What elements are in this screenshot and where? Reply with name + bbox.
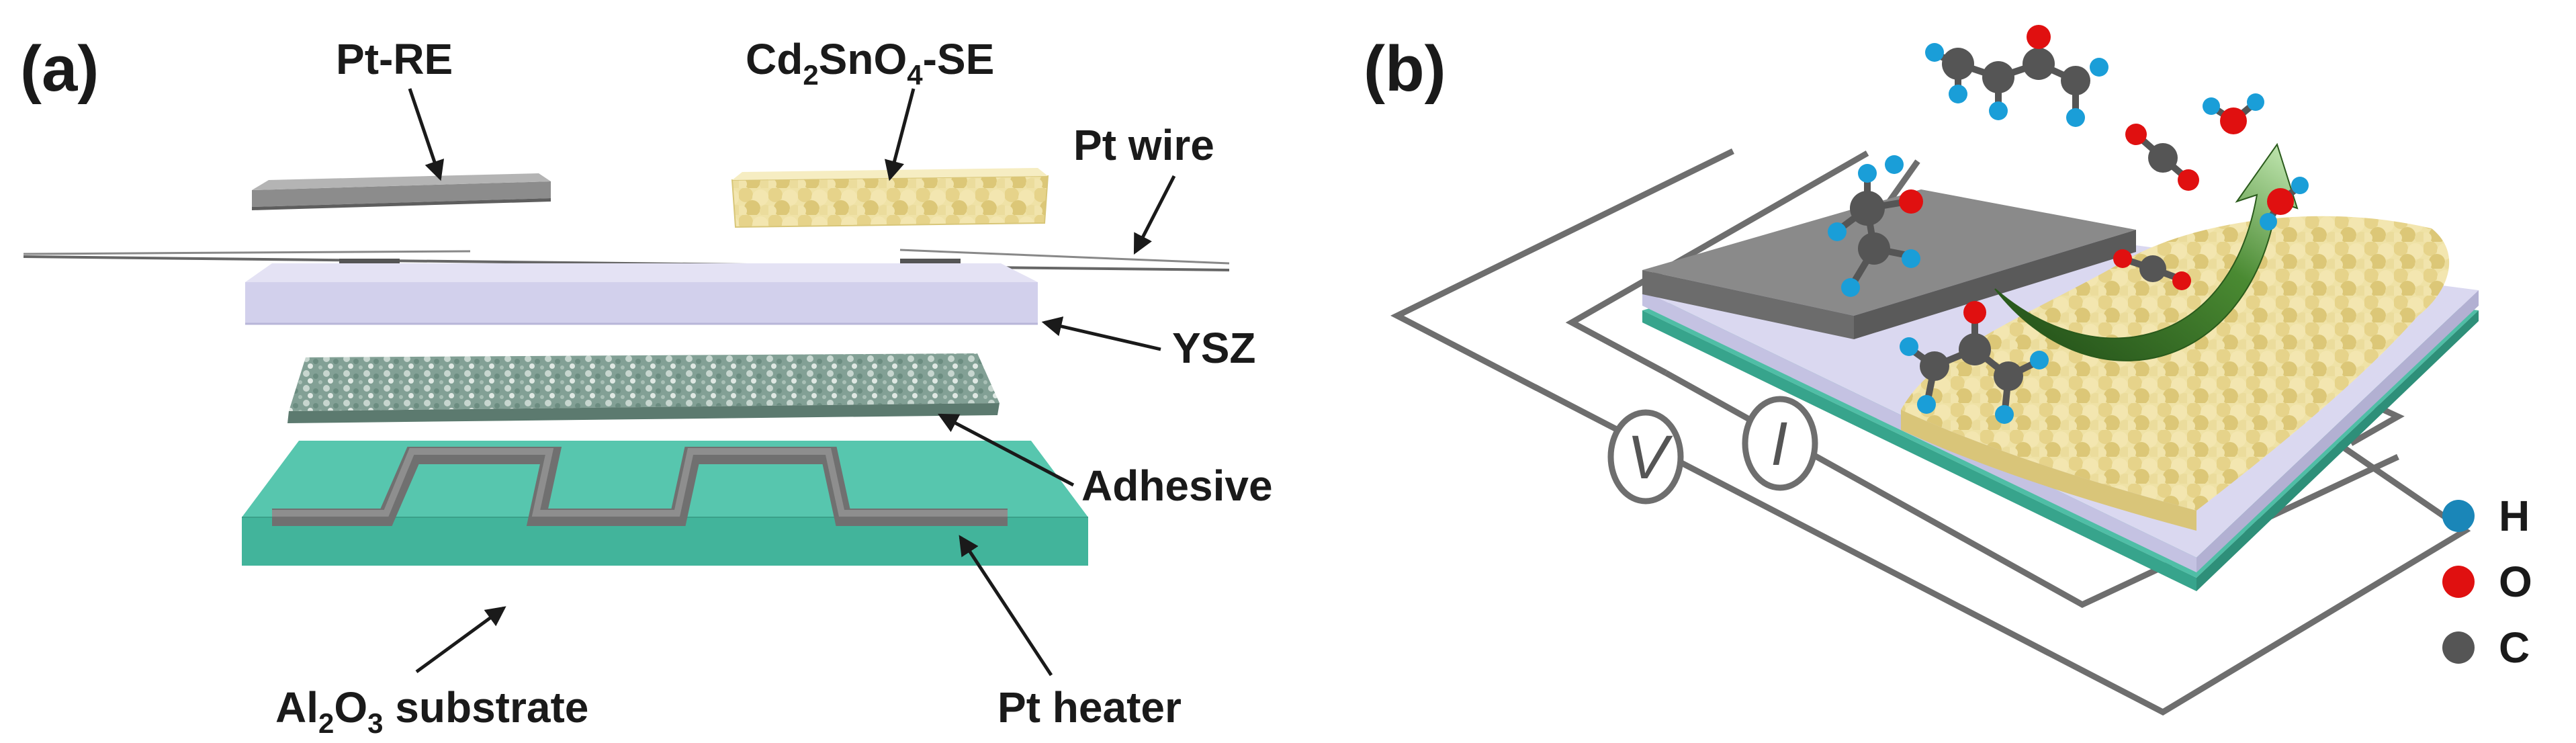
arrow-pt-wire — [1133, 175, 1176, 255]
legend-label-c: C — [2499, 623, 2530, 672]
arrow-al2o3-substrate — [415, 606, 506, 674]
label-pt-re: Pt-RE — [336, 35, 453, 83]
panel-a-tag: (a) — [20, 33, 99, 105]
voltmeter-symbol: V — [1627, 423, 1673, 492]
molecule-co2-lower — [2113, 249, 2191, 290]
label-pt-heater: Pt heater — [997, 683, 1182, 732]
adhesive-layer — [287, 353, 1000, 423]
ammeter: I — [1742, 396, 1818, 491]
arrow-pt-heater — [959, 535, 1053, 676]
molecule-h2o-top — [2203, 93, 2264, 134]
ysz-layer — [245, 263, 1038, 325]
legend-swatch-h — [2442, 500, 2475, 532]
ammeter-symbol: I — [1771, 410, 1788, 478]
cd2sno4-film — [1901, 216, 2450, 531]
molecules — [1828, 25, 2309, 424]
molecule-h2o-right — [2260, 177, 2309, 230]
molecule-top — [1925, 25, 2108, 127]
legend-swatch-o — [2442, 566, 2475, 598]
al2o3-substrate — [242, 441, 1088, 566]
reaction-arrow — [1994, 142, 2299, 361]
panel-a: (a) — [20, 33, 1273, 739]
label-adhesive: Adhesive — [1081, 462, 1273, 510]
molecule-co2-upper — [2125, 124, 2199, 191]
label-al2o3-substrate: Al2O3 substrate — [275, 683, 588, 739]
pt-re-block — [252, 173, 551, 210]
label-ysz: YSZ — [1172, 324, 1255, 372]
legend-label-h: H — [2499, 492, 2530, 540]
panel-b-tag: (b) — [1364, 33, 1446, 105]
label-pt-wire: Pt wire — [1073, 121, 1214, 169]
arrow-adhesive — [938, 413, 1075, 487]
label-cd2sno4-se: Cd2SnO4-SE — [746, 35, 994, 91]
legend-item-h: H — [2442, 492, 2530, 540]
legend-item-o: O — [2442, 558, 2532, 606]
arrow-cd2sno4-se — [884, 88, 916, 181]
cd2sno4-se-block — [731, 168, 1049, 228]
atom-legend: H O C — [2442, 492, 2532, 672]
legend-label-o: O — [2499, 558, 2532, 606]
legend-item-c: C — [2442, 623, 2530, 672]
molecule-on-film — [1900, 301, 2049, 424]
molecule-on-pt — [1828, 155, 1923, 297]
voltmeter: V — [1607, 409, 1684, 505]
panel-b: (b) — [1364, 25, 2532, 716]
arrow-pt-re — [408, 88, 445, 181]
arrow-ysz — [1041, 316, 1161, 351]
legend-swatch-c — [2442, 631, 2475, 664]
pt-heater-track — [272, 447, 1008, 526]
